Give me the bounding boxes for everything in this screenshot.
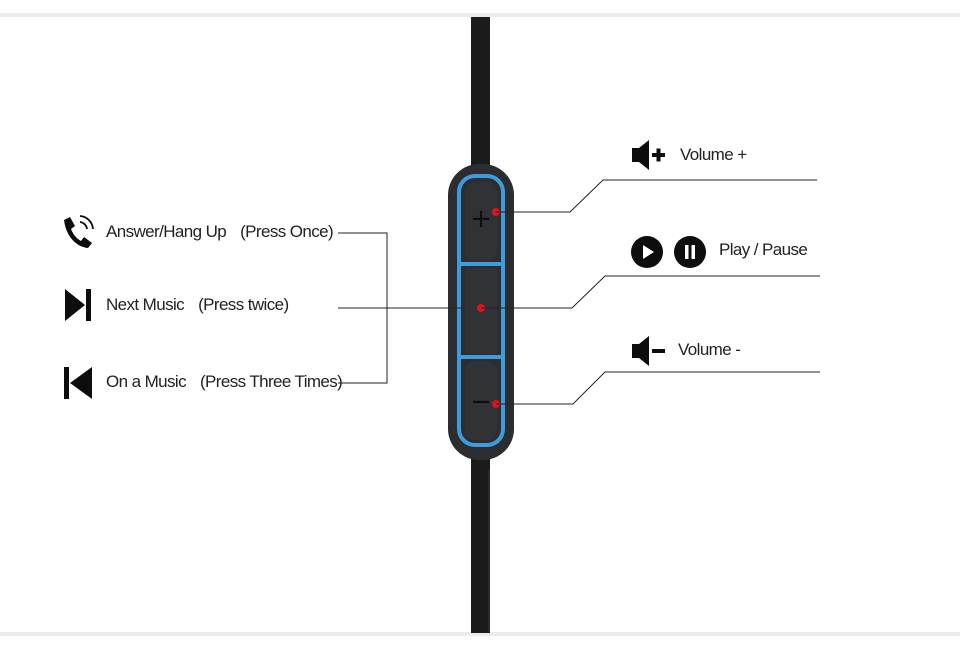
callout-volume-down bbox=[496, 371, 820, 405]
previous-track-icon bbox=[64, 367, 92, 399]
headphone-cable-top bbox=[471, 17, 490, 177]
play-pause-label: Play / Pause bbox=[719, 240, 808, 259]
volume-up-icon bbox=[632, 140, 665, 170]
callout-volume-up bbox=[496, 179, 817, 213]
volume-down-button[interactable] bbox=[465, 361, 497, 440]
previous-music-hint: (Press Three Times) bbox=[199, 372, 343, 391]
next-music-action: Next Music bbox=[106, 295, 185, 314]
next-music-label: Next Music (Press twice) bbox=[106, 295, 289, 315]
headphone-cable-bottom bbox=[471, 450, 490, 633]
pause-icon bbox=[674, 236, 706, 268]
volume-up-label: Volume + bbox=[680, 145, 747, 164]
minus-symbol: − bbox=[470, 387, 492, 417]
answer-hangup-hint: (Press Once) bbox=[240, 222, 334, 241]
play-icon bbox=[631, 236, 663, 268]
previous-music-label: On a Music (Press Three Times) bbox=[106, 372, 343, 392]
previous-music-action: On a Music bbox=[106, 372, 187, 391]
plus-symbol: + bbox=[470, 204, 492, 234]
answer-hangup-label: Answer/Hang Up (Press Once) bbox=[106, 222, 334, 242]
next-track-icon bbox=[65, 289, 91, 321]
next-music-hint: (Press twice) bbox=[198, 295, 289, 314]
top-border bbox=[0, 13, 960, 17]
bottom-border bbox=[0, 632, 960, 636]
volume-down-label: Volume - bbox=[678, 340, 741, 359]
callout-play-pause bbox=[481, 275, 820, 309]
answer-hangup-action: Answer/Hang Up bbox=[106, 222, 227, 241]
phone-icon bbox=[64, 215, 94, 248]
remote-blue-outline bbox=[457, 174, 505, 447]
volume-down-icon bbox=[632, 336, 665, 366]
volume-up-button[interactable] bbox=[465, 182, 497, 261]
